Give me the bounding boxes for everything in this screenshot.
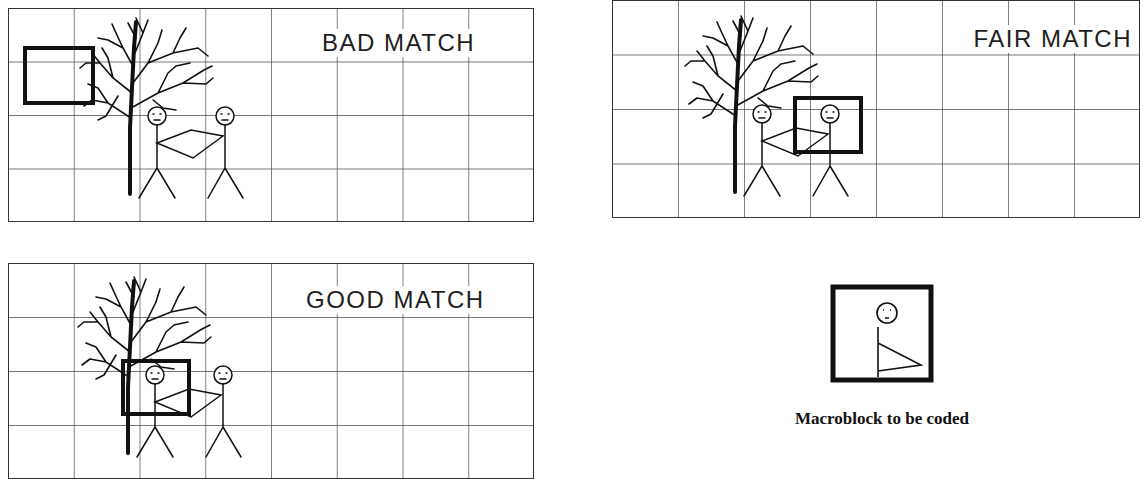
panel-title: GOOD MATCH (303, 286, 488, 314)
panel-title: FAIR MATCH (970, 25, 1135, 53)
match-panel: BAD MATCH (8, 8, 534, 222)
fair-panel-art (612, 0, 1140, 218)
search-block (25, 48, 93, 103)
grid (612, 0, 1140, 218)
scene-drawing (80, 18, 243, 198)
panel-title: BAD MATCH (319, 29, 478, 57)
match-panel: GOOD MATCH (8, 263, 534, 479)
bad-panel-art (8, 8, 534, 222)
macroblock-frame (833, 287, 931, 380)
grid (8, 263, 534, 479)
scene-drawing (78, 277, 241, 457)
figure-body (878, 327, 921, 377)
good-panel-art (8, 263, 534, 479)
figure-head (877, 303, 897, 323)
scene-drawing (685, 16, 848, 196)
caption-label: Macroblock to be coded (793, 409, 971, 429)
search-block (123, 361, 189, 414)
search-block (795, 98, 861, 152)
grid (8, 8, 534, 222)
match-panel: FAIR MATCH (612, 0, 1140, 218)
macroblock (833, 287, 931, 380)
figure-face (883, 310, 891, 318)
